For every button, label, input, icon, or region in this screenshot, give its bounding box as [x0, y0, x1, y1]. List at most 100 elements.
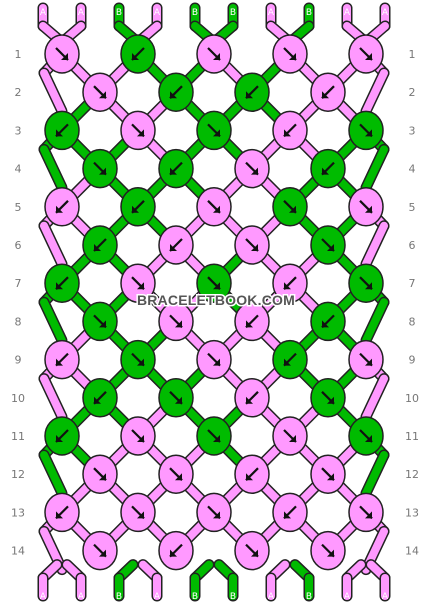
knot [44, 339, 80, 380]
arrow-head-icon [99, 473, 106, 481]
arrow-head-icon [246, 473, 253, 481]
thread-segment [362, 298, 388, 345]
row-number-left: 11 [11, 430, 25, 443]
knot [310, 301, 346, 342]
row-number-left: 14 [11, 545, 25, 558]
arrow-head-icon [99, 91, 106, 99]
knot [120, 110, 156, 151]
knot [348, 492, 384, 533]
arrow-head-icon [170, 167, 177, 175]
knot [348, 263, 384, 303]
arrow-head-icon [213, 53, 220, 60]
row-number-right: 14 [405, 545, 419, 558]
arrow-head-icon [56, 435, 63, 442]
arrow-head-icon [213, 435, 220, 442]
strand-label-top: A [344, 8, 351, 18]
knot [82, 530, 118, 571]
thread-segment [362, 69, 388, 116]
knot [234, 530, 270, 571]
strand-label-top: B [230, 8, 236, 18]
knot [158, 148, 194, 189]
thread-segment [362, 145, 388, 192]
arrow-head-icon [284, 358, 291, 366]
arrow-head-icon [289, 435, 296, 442]
arrow-head-icon [56, 205, 63, 213]
row-number-right: 3 [409, 124, 416, 137]
knot [348, 110, 384, 151]
knot [196, 416, 232, 456]
knot [234, 454, 270, 494]
arrow-head-icon [213, 205, 220, 213]
knot [272, 492, 308, 533]
arrow-head-icon [246, 396, 253, 404]
arrow-head-icon [61, 53, 68, 60]
knot [120, 492, 156, 533]
row-number-left: 8 [15, 315, 22, 328]
arrow-head-icon [251, 549, 258, 557]
knot [196, 187, 232, 227]
knot [82, 378, 118, 418]
arrow-head-icon [289, 53, 296, 60]
row-number-right: 11 [405, 430, 419, 443]
row-number-left: 2 [15, 86, 22, 99]
row-number-right: 12 [405, 468, 419, 481]
arrow-head-icon [170, 244, 177, 251]
row-number-left: 6 [15, 239, 22, 252]
knot [44, 187, 80, 227]
knot [120, 34, 156, 74]
arrow-head-icon [170, 549, 177, 557]
strand-label-top: A [40, 8, 47, 18]
arrow-head-icon [365, 205, 372, 213]
arrow-head-icon [132, 205, 139, 213]
thread-segment [40, 221, 66, 268]
arrow-head-icon [322, 167, 329, 175]
row-number-left: 4 [15, 163, 22, 176]
strand-label-bottom: A [382, 592, 389, 602]
knot [82, 72, 118, 112]
row-number-right: 6 [409, 239, 416, 252]
knot [196, 110, 232, 151]
knot [158, 378, 194, 418]
arrow-head-icon [137, 129, 144, 137]
arrow-head-icon [327, 473, 334, 481]
arrow-head-icon [56, 358, 63, 366]
arrow-head-icon [175, 320, 182, 328]
arrow-head-icon [327, 396, 334, 404]
arrow-head-icon [289, 205, 296, 213]
arrow-head-icon [132, 53, 139, 60]
arrow-head-icon [327, 549, 334, 557]
arrow-head-icon [99, 549, 106, 557]
thread-segment [362, 451, 388, 498]
row-number-left: 5 [15, 201, 22, 214]
knot [310, 225, 346, 265]
arrow-head-icon [284, 129, 291, 137]
strand-label-top: A [268, 8, 275, 18]
thread-segment [40, 298, 66, 345]
arrow-head-icon [170, 91, 177, 99]
knot [348, 339, 384, 380]
arrow-head-icon [284, 282, 291, 290]
knot [196, 492, 232, 533]
knot [234, 301, 270, 342]
strand-label-top: A [382, 8, 389, 18]
arrow-head-icon [284, 511, 291, 519]
row-number-left: 10 [11, 392, 25, 405]
knot [158, 301, 194, 342]
strand-label-top: B [192, 8, 198, 18]
knot [196, 339, 232, 380]
strand-label-bottom: A [78, 592, 85, 602]
knot [44, 416, 80, 456]
row-number-left: 12 [11, 468, 25, 481]
row-number-right: 8 [409, 315, 416, 328]
knot [82, 225, 118, 265]
row-number-right: 7 [409, 277, 416, 290]
row-number-left: 9 [15, 354, 22, 367]
row-number-left: 7 [15, 277, 22, 290]
arrow-head-icon [137, 511, 144, 519]
strand-label-bottom: B [306, 592, 312, 602]
arrow-head-icon [365, 511, 372, 519]
arrow-head-icon [365, 358, 372, 366]
arrow-head-icon [137, 358, 144, 366]
row-number-right: 1 [409, 48, 416, 61]
